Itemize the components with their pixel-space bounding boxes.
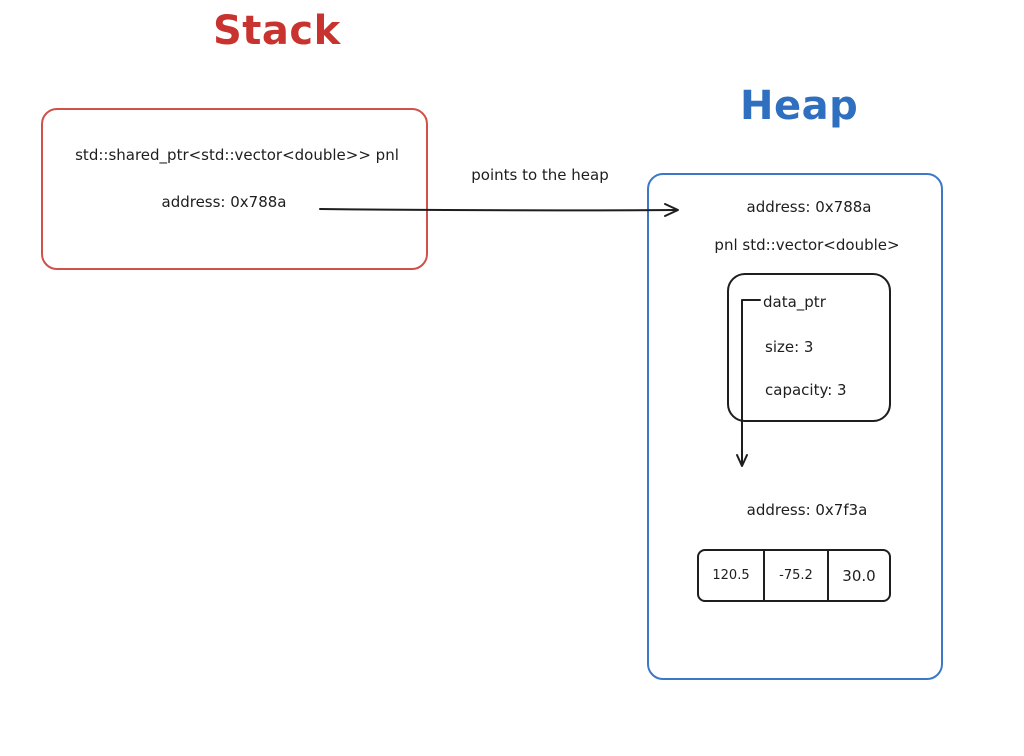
data-buffer: 120.5 -75.2 30.0 (697, 549, 891, 602)
heap-address: address: 0x788a (746, 198, 872, 216)
stack-frame-box (41, 108, 428, 270)
data-ptr-field: data_ptr (763, 293, 826, 311)
arrow-label: points to the heap (471, 166, 609, 184)
buffer-element-2: 30.0 (827, 551, 889, 600)
data-address: address: 0x7f3a (746, 501, 868, 519)
heap-title: Heap (740, 83, 859, 129)
size-field: size: 3 (765, 338, 814, 356)
stack-title: Stack (213, 8, 341, 54)
stack-to-heap-arrow (319, 203, 679, 217)
stack-declaration: std::shared_ptr<std::vector<double>> pnl (75, 146, 399, 164)
stack-address: address: 0x788a (161, 193, 287, 211)
capacity-field: capacity: 3 (765, 381, 847, 399)
vector-control-block (727, 273, 891, 422)
data-ptr-arrow (736, 299, 761, 467)
heap-object-name: pnl std::vector<double> (714, 236, 900, 254)
buffer-element-0: 120.5 (712, 568, 750, 583)
heap-region-box (647, 173, 943, 680)
buffer-element-1: -75.2 (763, 551, 827, 600)
